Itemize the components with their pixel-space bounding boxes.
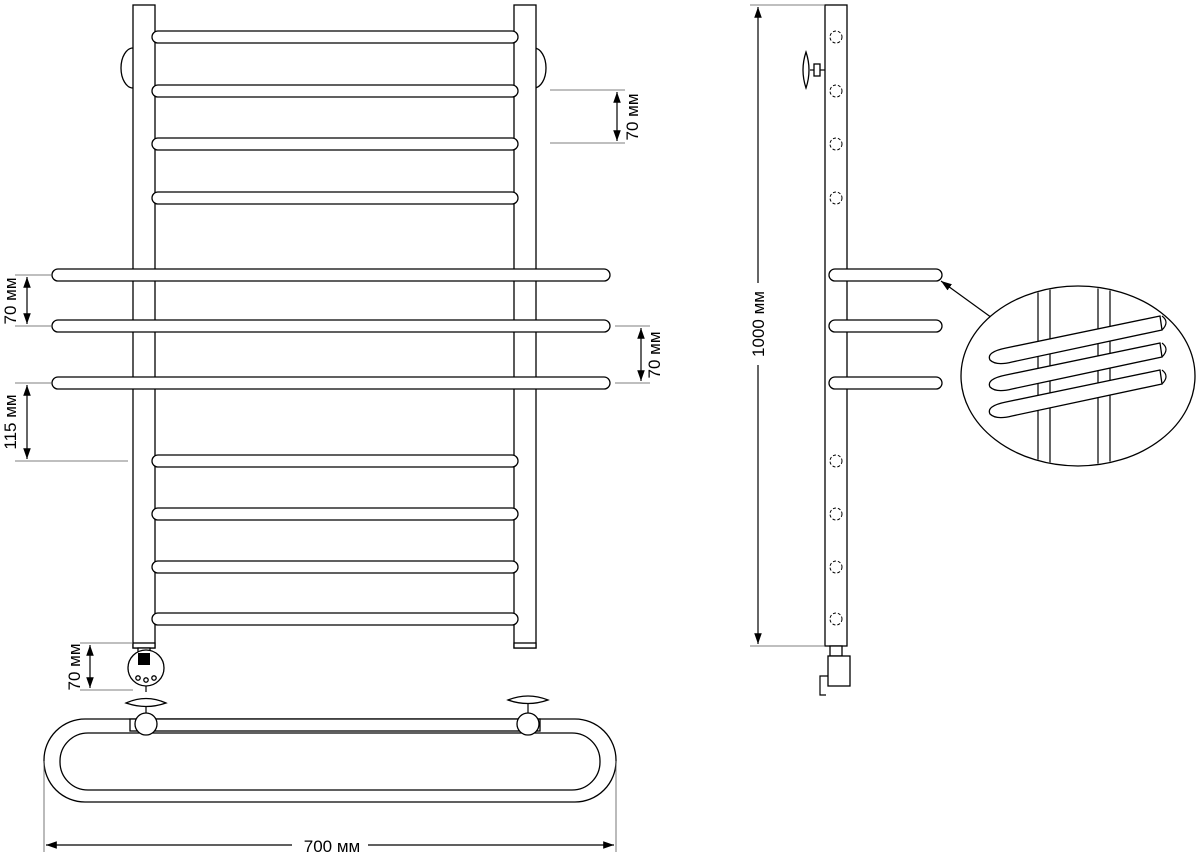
dim-label-width: 700 мм: [304, 837, 360, 856]
dim-total-height: 1000 мм: [748, 4, 825, 647]
dim-shelf-spacing-top: 70 мм: [550, 89, 642, 144]
side-towel-bar: [828, 268, 943, 282]
side-towel-bar: [828, 319, 943, 333]
dim-shelf-gap-left: 115 мм: [1, 382, 128, 462]
front-view: [51, 4, 611, 692]
inner-loop: [59, 732, 601, 791]
dim-shelf-spacing-right: 70 мм: [615, 325, 664, 384]
dim-label-right: 70 мм: [645, 331, 664, 378]
rung: [151, 454, 519, 468]
wall-mount-plan-left: [124, 697, 168, 708]
rung: [151, 560, 519, 574]
rung: [151, 612, 519, 626]
dim-label-top: 70 мм: [623, 93, 642, 140]
wall-mount-plan-right: [506, 695, 550, 705]
dim-label-height: 1000 мм: [749, 291, 768, 357]
dim-shelf-spacing-left: 70 мм: [1, 274, 52, 327]
heater-side: [819, 645, 851, 696]
heater-control: [127, 647, 165, 692]
top-view: [43, 695, 617, 803]
detail-callout: [940, 280, 1196, 467]
dim-heater-offset: 70 мм: [65, 642, 133, 691]
towel-bar: [51, 319, 611, 333]
towel-bar: [51, 376, 611, 390]
upper-rungs: [151, 30, 519, 205]
rung: [151, 84, 519, 98]
lower-rungs: [151, 454, 519, 626]
dim-total-width: 700 мм: [43, 761, 617, 856]
side-view: [802, 4, 943, 696]
rung: [151, 30, 519, 44]
dim-label-heater: 70 мм: [65, 643, 84, 690]
hidden-rung-ends: [829, 30, 843, 626]
side-towel-bar: [828, 376, 943, 390]
dim-label-left: 70 мм: [1, 277, 20, 324]
rung: [151, 137, 519, 151]
rung: [151, 507, 519, 521]
rung: [151, 191, 519, 205]
towel-bar: [51, 268, 611, 282]
dim-label-gap: 115 мм: [1, 394, 20, 449]
